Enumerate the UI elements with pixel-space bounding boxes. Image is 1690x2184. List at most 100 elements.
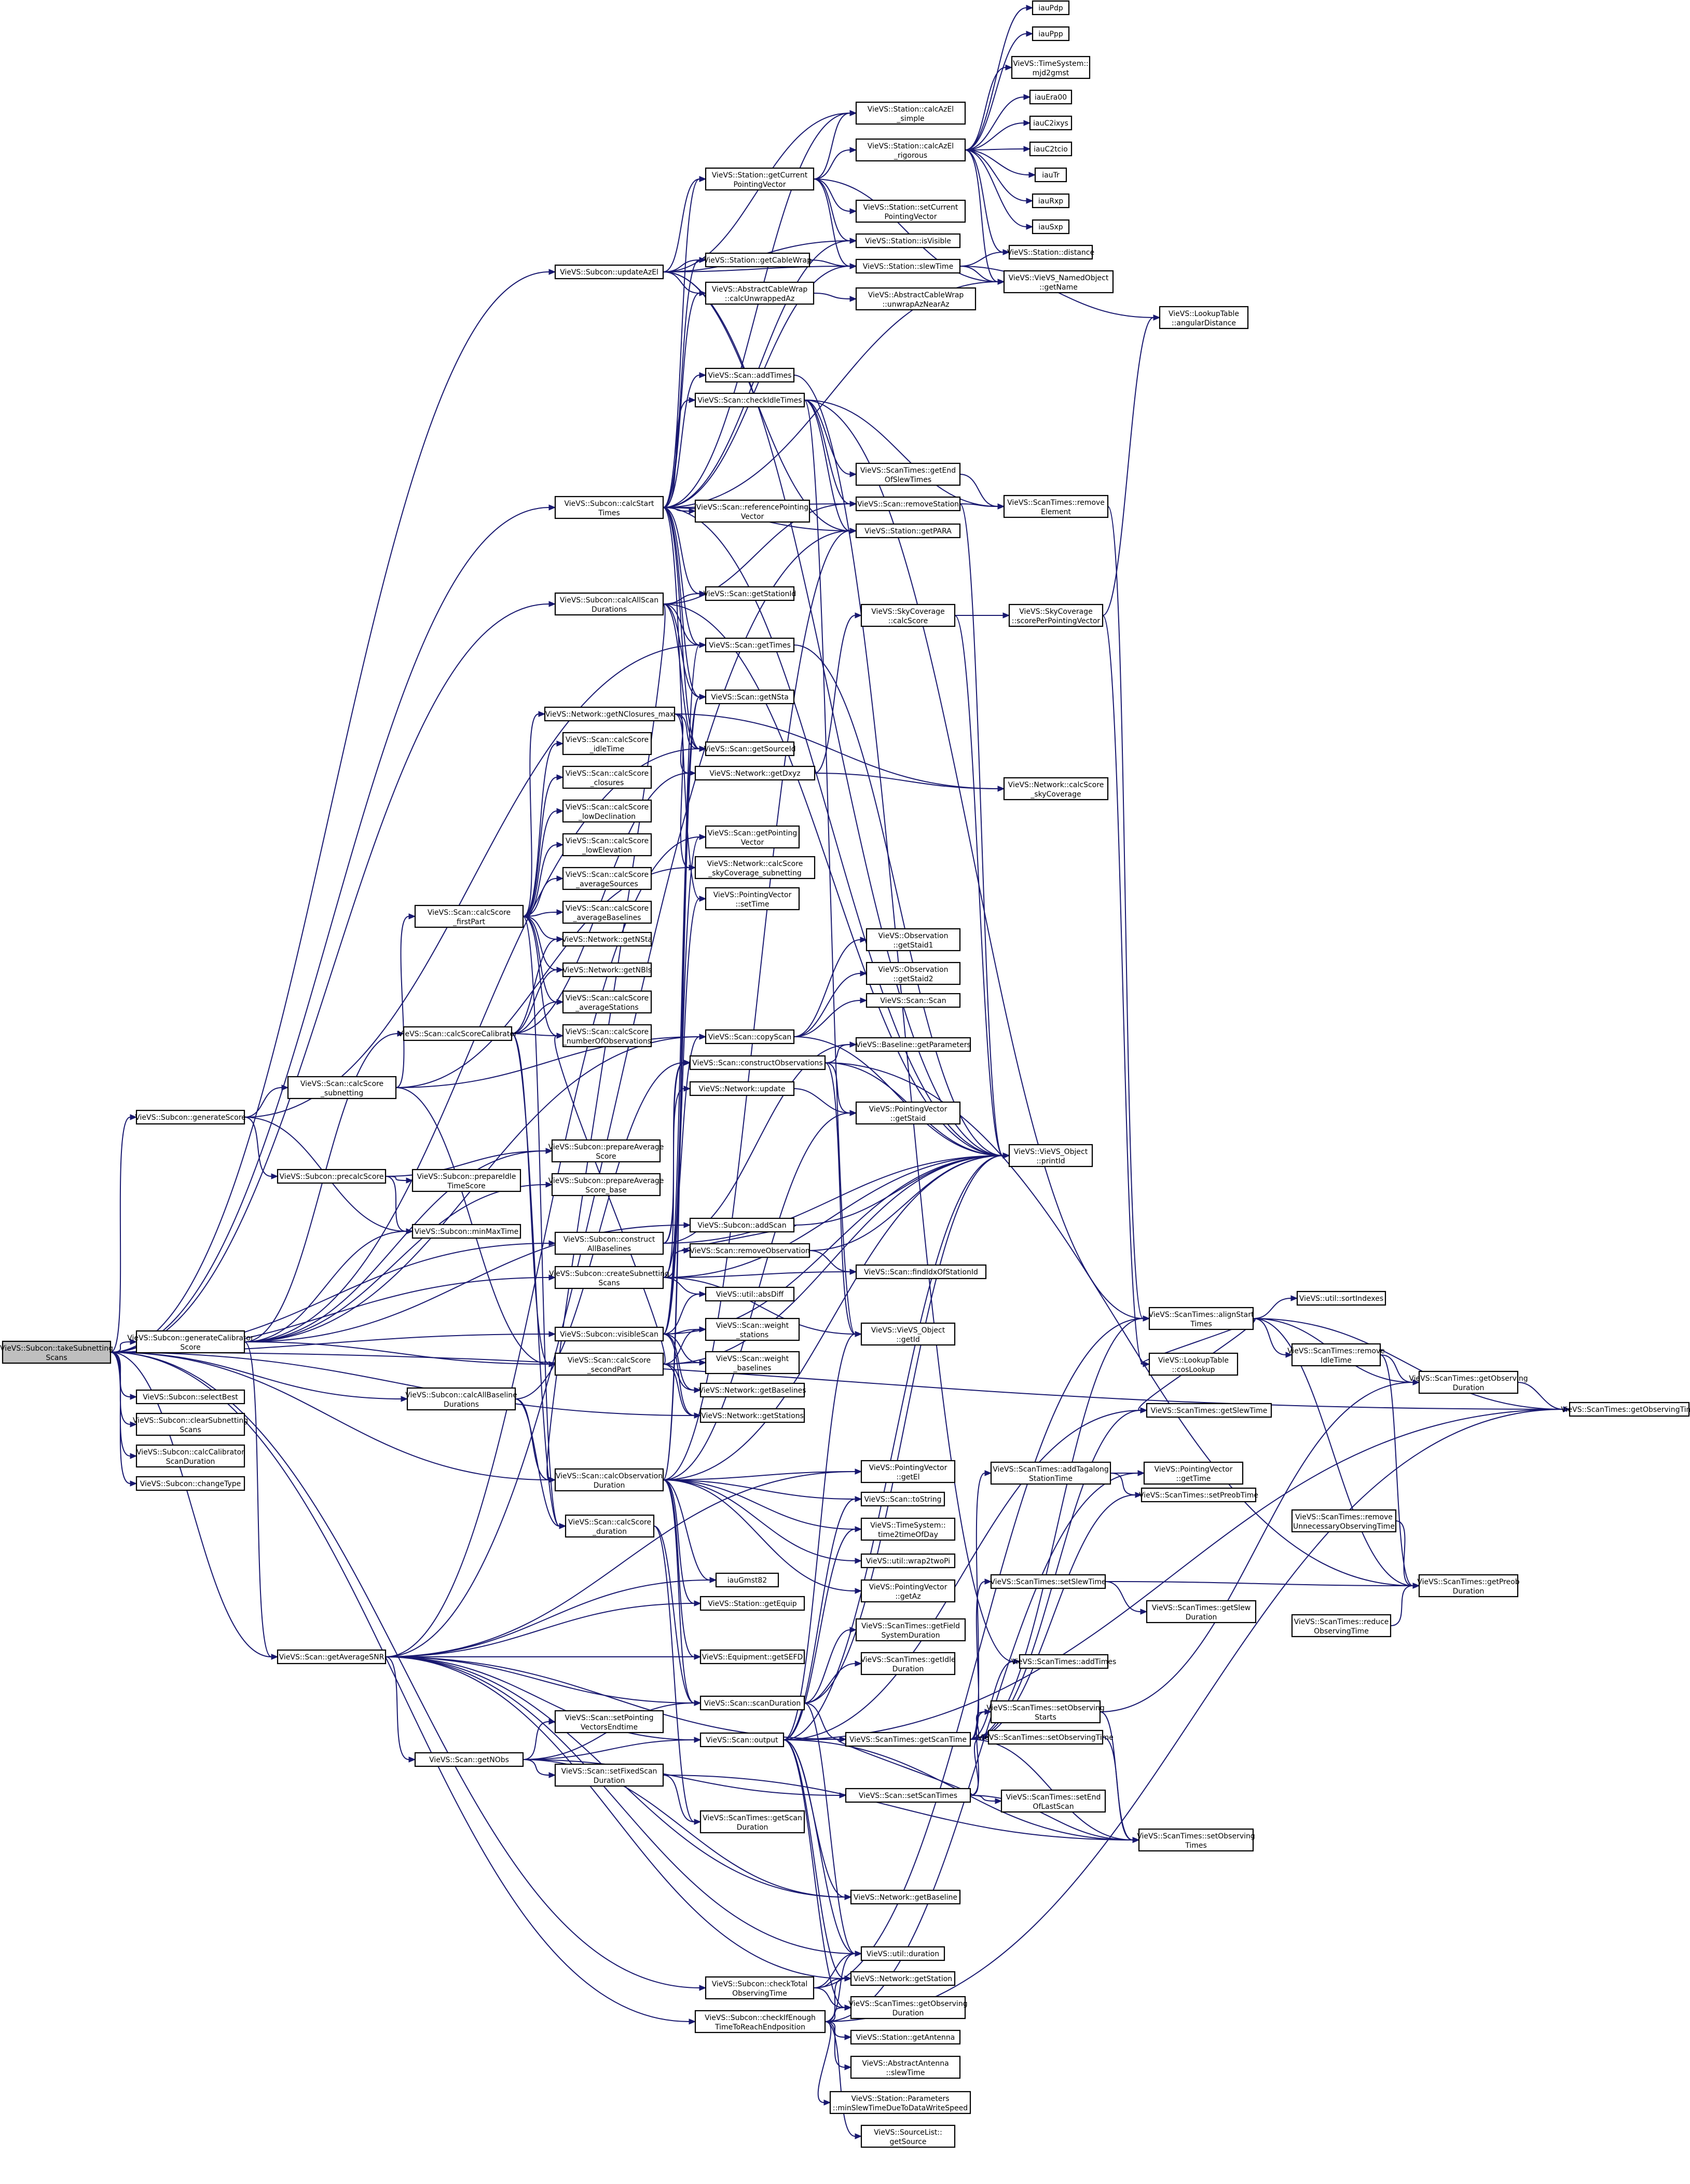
graph-node[interactable]: VieVS::Subcon::changeType [135,1476,245,1491]
graph-node[interactable]: VieVS::Subcon::visibleScan [554,1326,664,1342]
graph-node[interactable]: VieVS::PointingVector::getStaid [855,1101,961,1125]
graph-node[interactable]: VieVS::Scan::calcScore_averageBaselines [562,900,652,924]
graph-node[interactable]: VieVS::Scan::getNObs [414,1752,524,1767]
graph-node[interactable]: VieVS::Station::calcAzEl_rigorous [855,138,966,162]
graph-node[interactable]: VieVS::ScanTimes::setPreobTime [1139,1487,1258,1503]
graph-node[interactable]: VieVS::util::wrap2twoPi [860,1553,956,1569]
graph-node[interactable]: VieVS::Station::slewTime [855,258,961,274]
graph-node[interactable]: iauC2tcio [1029,141,1073,157]
graph-node[interactable]: VieVS::LookupTable::cosLookup [1148,1352,1239,1376]
graph-node[interactable]: VieVS::ScanTimes::getSlewTime [1146,1403,1272,1418]
graph-node[interactable]: VieVS::util::sortIndexes [1296,1290,1386,1306]
graph-node[interactable]: VieVS::Scan::copyScan [705,1029,795,1045]
graph-node[interactable]: VieVS::Scan::calcScore_idleTime [562,732,652,756]
graph-node[interactable]: iauPdp [1032,0,1070,16]
graph-node[interactable]: VieVS::Scan::calcScore_closures [562,765,652,789]
graph-node[interactable]: VieVS::Subcon::addScan [689,1217,795,1233]
graph-node[interactable]: VieVS::PointingVector::getAz [860,1579,956,1603]
graph-node[interactable]: VieVS::Network::getStation [850,1971,956,1986]
graph-node[interactable]: VieVS::Observation::getStaid1 [865,928,961,952]
graph-node[interactable]: VieVS::VieVS_Object::getId [860,1322,956,1346]
graph-node[interactable]: VieVS::Subcon::precalcScore [277,1169,387,1184]
graph-node[interactable]: VieVS::PointingVector::getTime [1143,1461,1244,1485]
graph-node[interactable]: VieVS::Network::getBaseline [850,1889,961,1905]
graph-node[interactable]: VieVS::Scan::calcScore_averageStations [562,990,652,1014]
graph-node[interactable]: VieVS::Network::getDxyz [694,765,816,781]
graph-node[interactable]: iauEra00 [1029,89,1073,105]
graph-node[interactable]: VieVS::Station::getPARA [855,523,961,539]
graph-node[interactable]: VieVS::PointingVector::setTime [705,887,800,911]
graph-node[interactable]: VieVS::Scan::getStationId [704,586,796,601]
graph-node[interactable]: VieVS::Scan::getNSta [705,689,795,705]
graph-node[interactable]: VieVS::SkyCoverage::scorePerPointingVect… [1008,603,1104,627]
graph-node[interactable]: VieVS::Scan::calcScore_numberOfObservati… [562,1024,652,1048]
graph-node[interactable]: VieVS::VieVS_NamedObject::getName [1003,270,1114,294]
graph-node[interactable]: VieVS::Scan::toString [860,1491,945,1507]
graph-node[interactable]: VieVS::Scan::setScanTimes [845,1788,971,1803]
graph-node[interactable]: VieVS::Network::getNBls [562,962,652,978]
graph-node[interactable]: VieVS::Scan::checkIdleTimes [694,392,805,408]
graph-node[interactable]: VieVS::Station::getEquip [699,1596,805,1611]
graph-node[interactable]: VieVS::LookupTable::angularDistance [1159,306,1249,329]
graph-node[interactable]: VieVS::Station::Parameters::minSlewTimeD… [829,2091,971,2114]
graph-node[interactable]: VieVS::Scan::calcScore_subnetting [287,1076,397,1100]
graph-node[interactable]: VieVS::Scan::Scan [865,993,961,1008]
graph-node[interactable]: VieVS::Subcon::minMaxTime [411,1224,521,1239]
graph-node[interactable]: VieVS::ScanTimes::getScanTime [845,1732,971,1747]
graph-node[interactable]: VieVS::Network::calcScore_skyCoverage_su… [694,856,816,880]
graph-node[interactable]: iauGmst82 [715,1572,779,1588]
graph-node[interactable]: VieVS::Scan::findIdxOfStationId [855,1264,987,1280]
graph-node[interactable]: VieVS::Scan::calcScore_lowElevation [562,833,652,857]
graph-node[interactable]: VieVS::Scan::addTimes [705,367,795,383]
graph-node[interactable]: VieVS::Subcon::updateAzEl [554,264,664,280]
graph-node[interactable]: iauC2ixys [1029,115,1073,131]
graph-node[interactable]: VieVS::AbstractCableWrap::unwrapAzNearAz [855,287,977,311]
graph-node[interactable]: VieVS::Network::calcScore_skyCoverage [1003,777,1109,801]
graph-node[interactable]: VieVS::Station::getAntenna [850,2029,961,2045]
graph-node[interactable]: VieVS::VieVS_Object::printId [1008,1144,1093,1167]
graph-node[interactable]: VieVS::Station::isVisible [855,233,961,249]
graph-node[interactable]: VieVS::ScanTimes::getObservingTime [1561,1402,1690,1417]
graph-node[interactable]: VieVS::Network::getNClosures_max [544,706,676,722]
graph-node[interactable]: VieVS::AbstractCableWrap::calcUnwrappedA… [705,281,815,305]
graph-node[interactable]: VieVS::Station::distance [1007,244,1094,260]
graph-node[interactable]: VieVS::Subcon::selectBest [135,1389,245,1405]
graph-node[interactable]: VieVS::Network::getBaselines [698,1382,806,1398]
graph-node[interactable]: VieVS::PointingVector::getEl [860,1460,956,1484]
graph-node[interactable]: VieVS::SourceList::getSource [860,2124,956,2148]
graph-node[interactable]: VieVS::SkyCoverage::calcScore [860,603,956,627]
graph-node[interactable]: iauPpp [1032,26,1070,42]
graph-node[interactable]: VieVS::Scan::removeStation [855,496,961,512]
graph-node[interactable]: VieVS::Baseline::getParameters [855,1037,971,1052]
graph-node[interactable]: VieVS::Scan::calcScore_duration [565,1514,655,1538]
graph-node[interactable]: VieVS::Scan::getTimes [705,637,795,653]
graph-node[interactable]: VieVS::Scan::calcScore_lowDeclination [562,799,652,823]
graph-node[interactable]: VieVS::Scan::calcScore_firstPart [414,904,524,928]
graph-node[interactable]: VieVS::Network::update [689,1081,795,1096]
graph-node[interactable]: VieVS::util::duration [860,1946,945,1961]
graph-node[interactable]: VieVS::Scan::calcScore_averageSources [562,867,652,890]
